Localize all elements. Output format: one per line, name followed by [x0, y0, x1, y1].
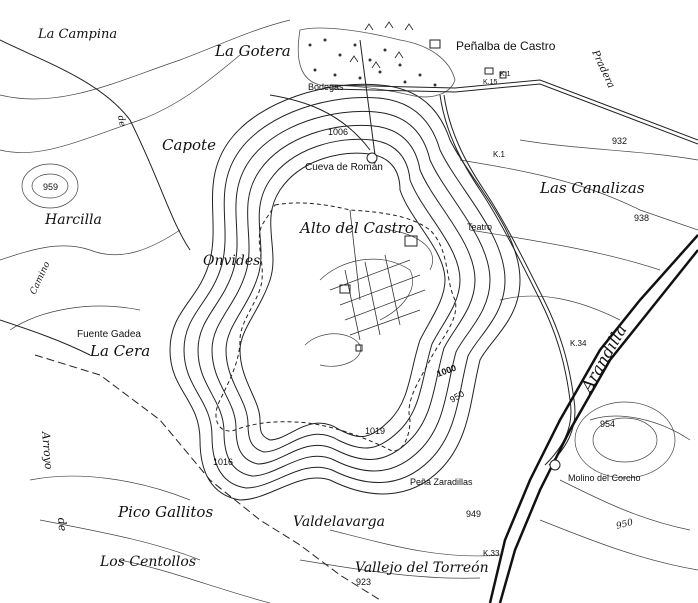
label-cueva-roman: Cueva de Román [305, 162, 383, 173]
castro-contours [169, 83, 521, 501]
label-pico-gallitos: Pico Gallitos [117, 503, 213, 521]
elev-1000: 1000 [435, 363, 457, 379]
label-la-campina: La Campina [37, 27, 117, 42]
label-capote: Capote [162, 136, 216, 154]
elev-1006: 1006 [328, 127, 348, 137]
label-arandilla: Arandilla [576, 321, 631, 396]
elev-954: 954 [600, 419, 615, 429]
village-area [297, 21, 507, 98]
wall-line [215, 202, 457, 452]
label-bodegas: Bodegas [308, 82, 344, 92]
label-de: de [115, 115, 127, 128]
cave-marker [366, 152, 378, 164]
mill-marker [549, 459, 561, 471]
elev-949: 949 [466, 509, 481, 519]
label-pradera: Pradera [589, 48, 617, 90]
label-penalba: Peñalba de Castro [456, 39, 556, 53]
label-molino-corcho: Molino del Corcho [568, 473, 641, 483]
elev-938: 938 [634, 213, 649, 223]
label-arroyo: Arroyo [39, 430, 55, 470]
km-labels: K.1 K.34 K.33 K.15 K.1 [483, 71, 587, 558]
elev-959: 959 [43, 182, 58, 192]
elev-950: 950 [448, 389, 466, 405]
elev-950b: 950 [615, 518, 634, 532]
km-k1b: K.1 [500, 71, 511, 78]
label-teatro: Teatro [467, 222, 492, 232]
label-pena-zaradillas: Peña Zaradillas [410, 477, 473, 487]
elev-932: 932 [612, 136, 627, 146]
elev-1019: 1019 [365, 426, 385, 436]
river [488, 234, 698, 603]
km-k1: K.1 [493, 150, 506, 159]
label-harcilla: Harcilla [44, 212, 102, 228]
label-los-centollos: Los Centollos [99, 554, 196, 570]
label-la-cera: La Cera [89, 342, 150, 360]
km-k15: K.15 [483, 79, 498, 86]
km-k33: K.33 [483, 549, 500, 558]
railway [34, 354, 381, 601]
label-alto-castro: Alto del Castro [298, 219, 414, 237]
label-fuente-gadea: Fuente Gadea [77, 329, 141, 340]
km-k34: K.34 [570, 339, 587, 348]
label-las-canalizas: Las Canalizas [539, 179, 645, 197]
elev-923: 923 [356, 577, 371, 587]
label-la-gotera: La Gotera [214, 42, 291, 60]
label-valdelavarga: Valdelavarga [293, 514, 385, 530]
label-camino: Camino [29, 260, 53, 296]
label-vallejo-torreon: Vallejo del Torreón [355, 560, 489, 576]
elev-1016: 1016 [213, 457, 233, 467]
plateau-interior [304, 209, 433, 367]
roads [0, 39, 698, 466]
label-de-lower: de [55, 517, 69, 532]
label-onvides: Onvides [203, 253, 260, 269]
